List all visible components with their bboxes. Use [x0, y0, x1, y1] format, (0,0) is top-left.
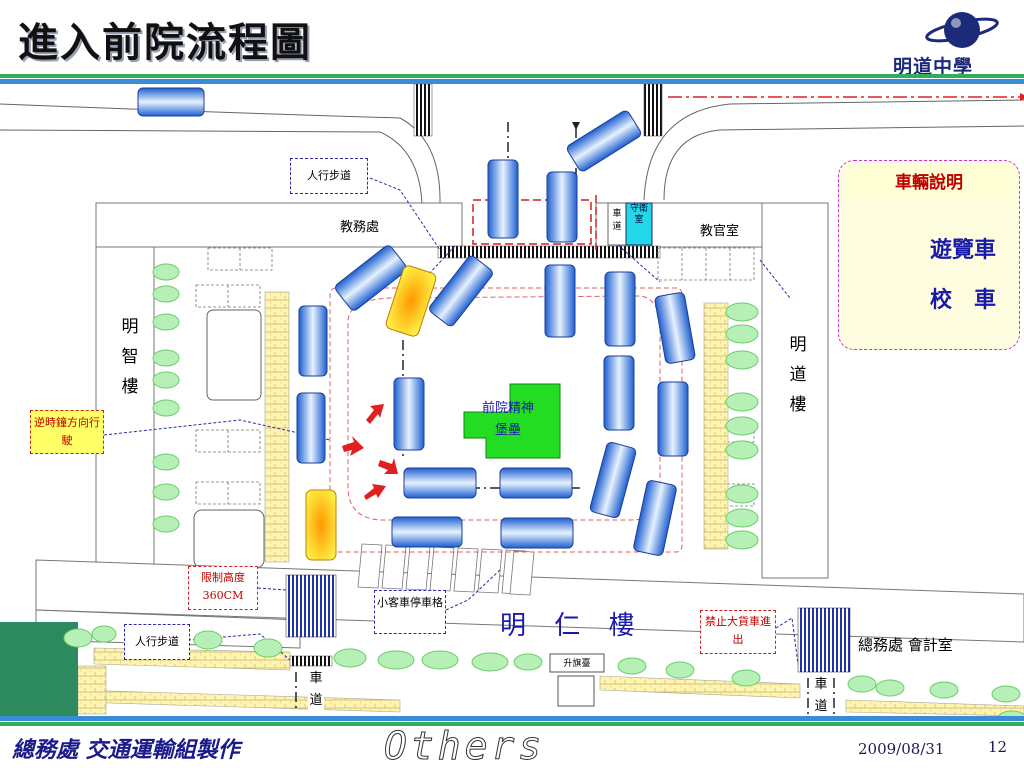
- sidewalk-top-callout: 人行步道: [290, 158, 368, 194]
- slide-date: 2009/08/31: [858, 740, 945, 758]
- guard-room-label: 守衛室: [629, 204, 648, 225]
- tour-bus-group: [137, 87, 696, 556]
- school-logo: [916, 4, 1006, 54]
- mingzhi-building-label: 明智樓: [121, 317, 139, 397]
- academic-affairs-label: 教務處: [340, 220, 380, 235]
- legend-title: 車輛說明: [845, 166, 1013, 200]
- general-affairs-label: 總務處 會計室: [858, 636, 953, 654]
- legend-tour-bus: 遊覽車: [930, 237, 997, 263]
- footer-rule-green: [0, 722, 1024, 726]
- header-rule-blue: [0, 79, 1024, 84]
- no-trucks-callout: 禁止大貨車進出: [700, 610, 776, 654]
- footer-rule-blue: [0, 716, 1024, 721]
- legend-school-bus: 校 車: [930, 287, 997, 313]
- campus-map: [0, 84, 1024, 716]
- school-bus-group: [305, 265, 437, 561]
- slide-title: 進入前院流程圖: [18, 19, 312, 66]
- driveway-right-label: 車道: [813, 674, 829, 718]
- footer-author: 總務處 交通運輸組製作: [12, 737, 240, 763]
- sidewalk-bottom-callout: 人行步道: [124, 624, 190, 660]
- page-number: 12: [988, 738, 1008, 756]
- footer-others: Others: [383, 724, 546, 768]
- flagpole-label: 升旗臺: [563, 659, 591, 669]
- gate-driveway-label: 車道: [612, 209, 622, 232]
- car-parking-callout: 小客車停車格: [374, 590, 446, 634]
- shrine-label: 前院精神堡壘: [481, 401, 534, 438]
- mingdao-building-label: 明道樓: [789, 335, 807, 415]
- mingren-building-label: 明 仁 樓: [500, 611, 645, 641]
- school-logo-text: 明道中學: [893, 56, 974, 78]
- height-limit-callout: 限制高度360CM: [188, 566, 258, 610]
- counterclockwise-callout: 逆時鐘方向行駛: [30, 410, 104, 454]
- driveway-left-label: 車道: [308, 668, 324, 712]
- military-office-label: 教官室: [700, 224, 740, 239]
- planet-ring-icon: [925, 12, 999, 48]
- header-rule-green: [0, 74, 1024, 78]
